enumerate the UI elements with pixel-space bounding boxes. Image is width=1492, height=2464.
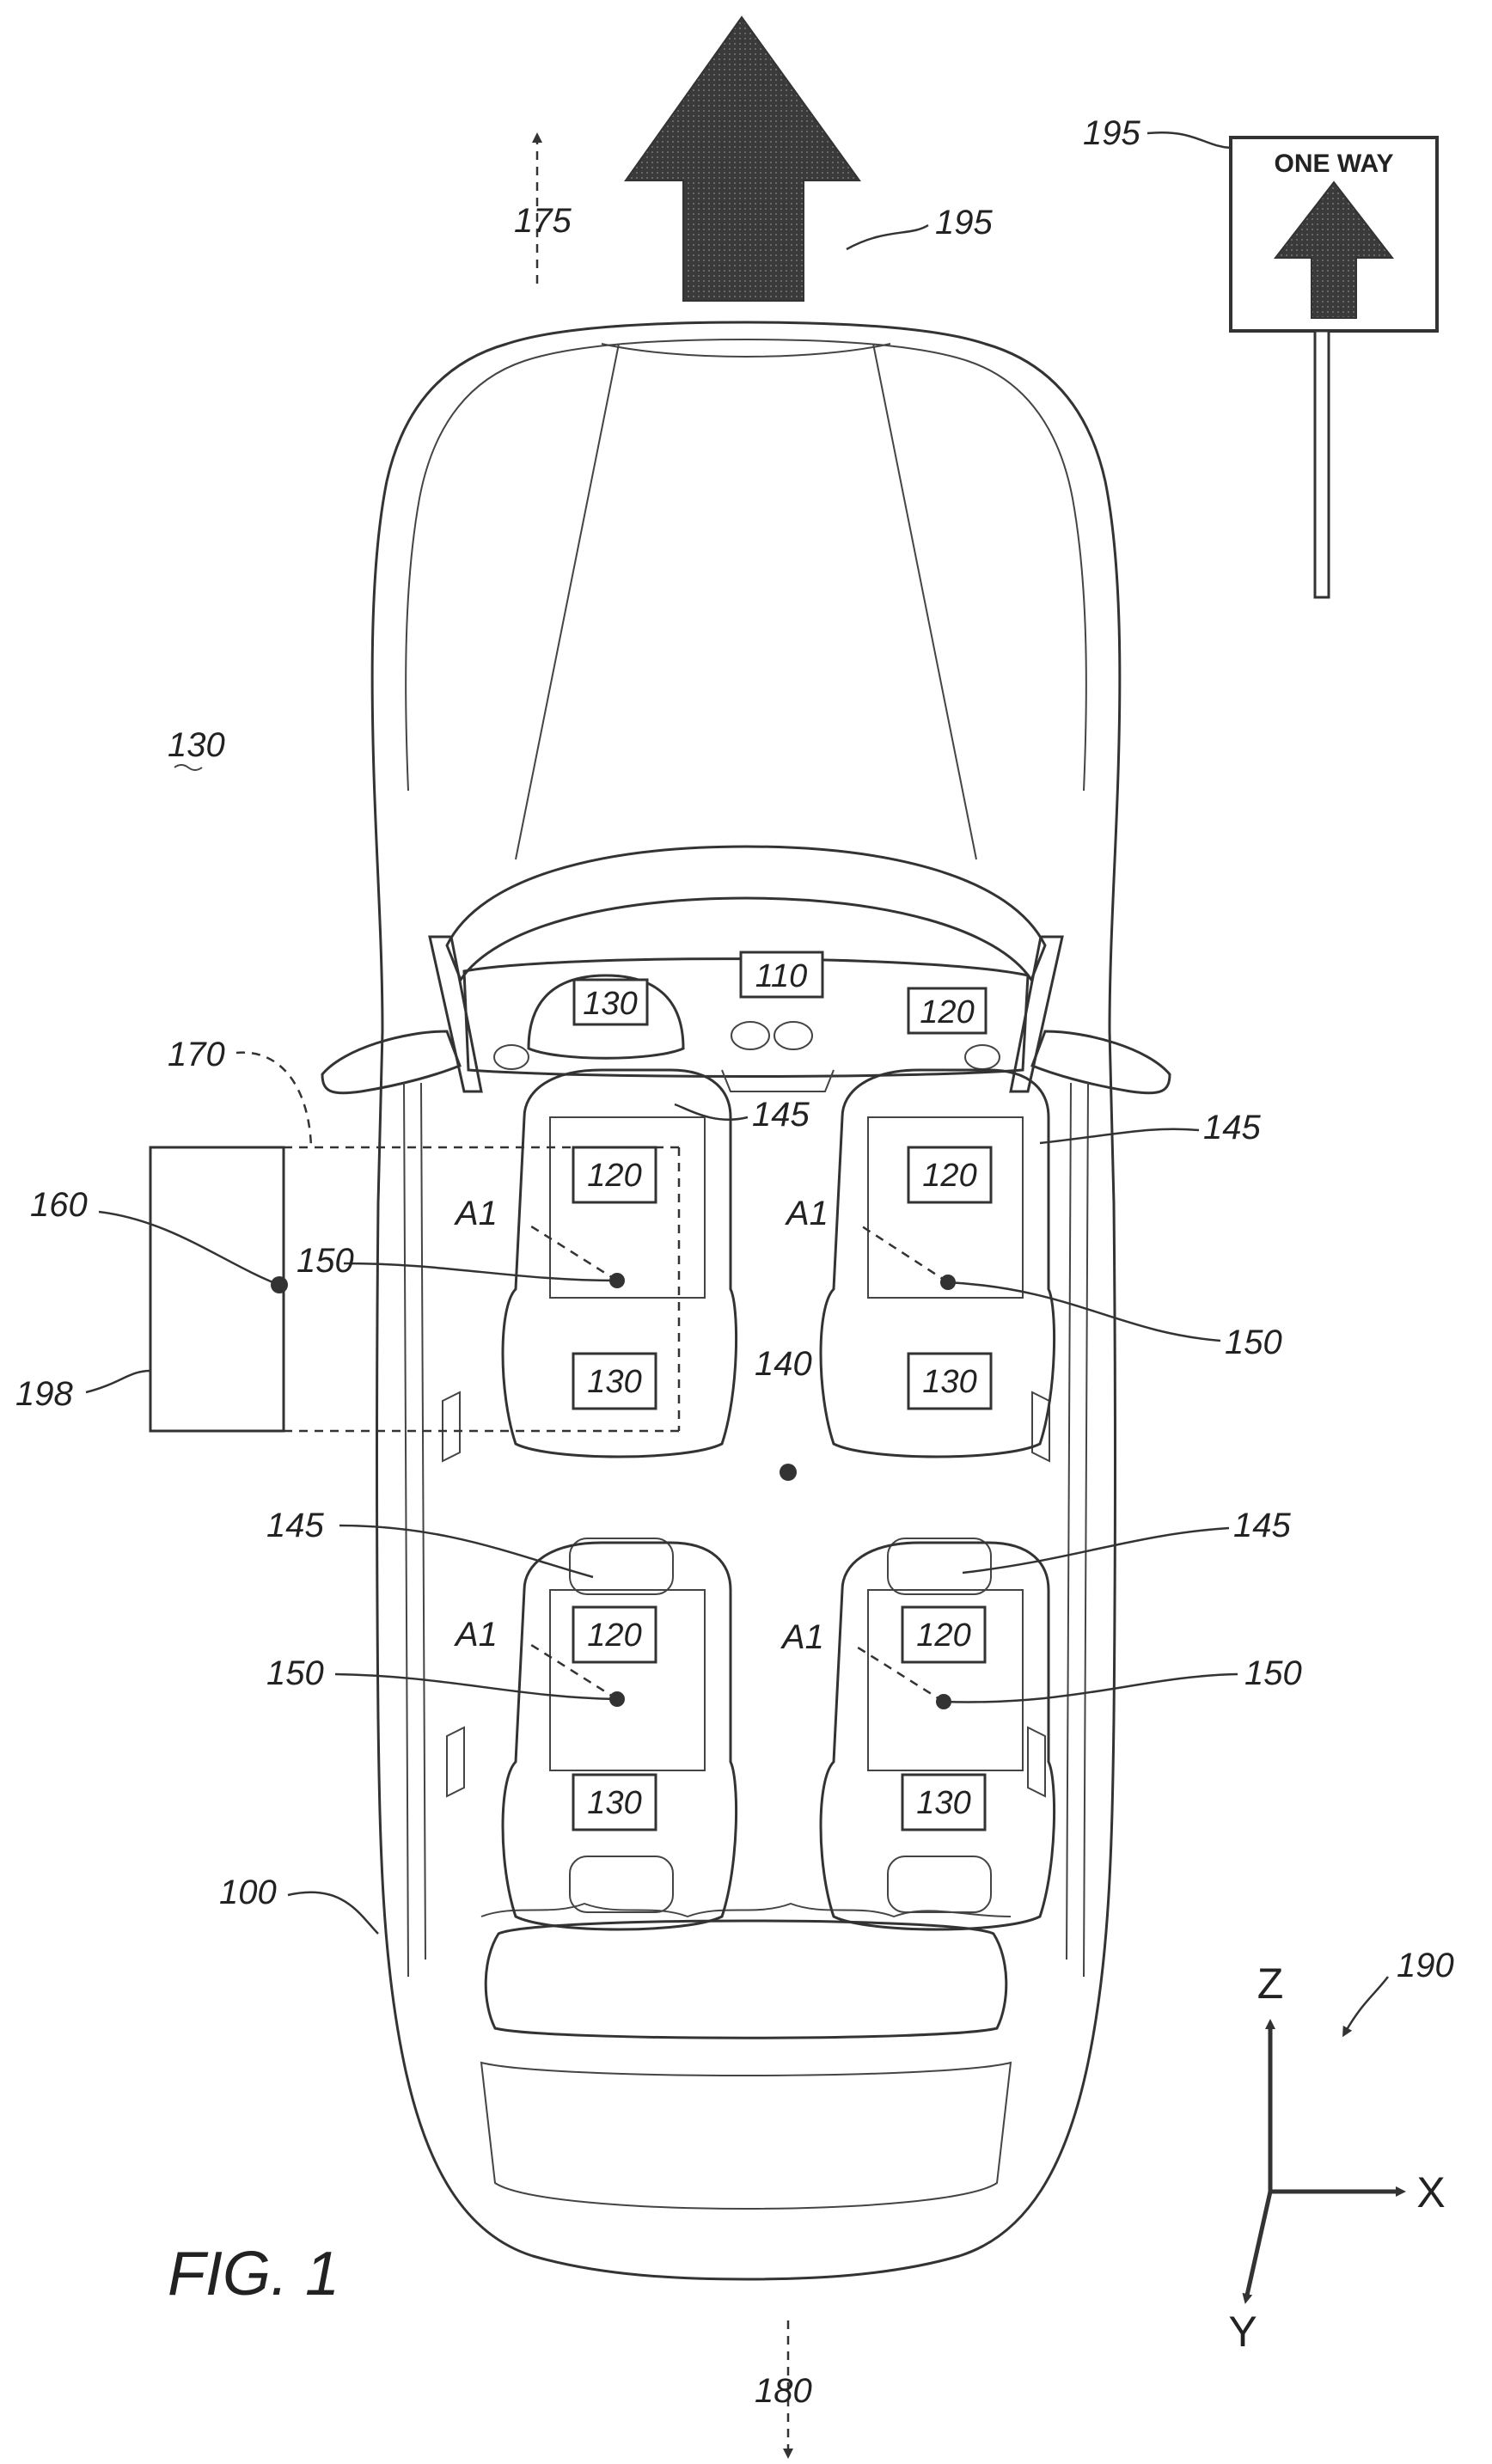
ref-140: 140: [755, 1345, 812, 1383]
ref-150-fl: 150: [297, 1242, 354, 1280]
a1-label-rr: A1: [780, 1618, 824, 1656]
seat-rl-sensor-120: 120: [573, 1607, 656, 1662]
seat-origin-rr: A1 150 145: [780, 1507, 1302, 1709]
label-seat-rr-120: 120: [916, 1617, 970, 1654]
axis-y-label: Y: [1228, 2308, 1257, 2356]
ref-170: 170: [168, 1036, 225, 1073]
label-seat-fr-130: 130: [922, 1364, 976, 1400]
label-seat-fl-120: 120: [587, 1158, 641, 1194]
seat-origin-fr: A1 150 145: [785, 1109, 1282, 1361]
seat-rear-right: [821, 1543, 1055, 1929]
seat-rr-sensor-120: 120: [902, 1607, 985, 1662]
label-seat-rr-130: 130: [916, 1785, 970, 1821]
seat-rr-component-130: 130: [902, 1775, 985, 1830]
a1-label-fr: A1: [785, 1195, 829, 1232]
axis-x-label: X: [1416, 2168, 1445, 2216]
sign-text: ONE WAY: [1275, 150, 1394, 178]
label-seat-fr-120: 120: [922, 1158, 976, 1194]
ref-145-rr: 145: [1233, 1507, 1291, 1544]
vehicle-label: 100: [219, 1874, 378, 1934]
ref-100: 100: [219, 1874, 277, 1911]
external-device-198: [150, 1147, 284, 1431]
dashboard-component-120: 120: [908, 988, 986, 1033]
ref-145-fr: 145: [1203, 1109, 1261, 1146]
vehicle-reference-point: 140: [755, 1345, 812, 1481]
travel-direction-arrow: 195: [626, 17, 993, 301]
seat-origin-fl: A1 150 145: [297, 1096, 810, 1288]
ref-190: 190: [1397, 1947, 1454, 1984]
forward-direction-arrow: 175: [514, 138, 572, 284]
ref-150-rl: 150: [266, 1654, 324, 1692]
seat-fr-component-130: 130: [908, 1354, 991, 1409]
ref-130-environment: 130: [168, 726, 225, 764]
a1-label-fl: A1: [454, 1195, 498, 1232]
ref-145-rl: 145: [266, 1507, 324, 1544]
seat-origin-rl: A1 150 145: [266, 1507, 625, 1707]
ref-150-rr: 150: [1244, 1654, 1302, 1692]
ref-160: 160: [30, 1186, 88, 1224]
label-dash-130: 130: [583, 986, 637, 1022]
ref-195-arrow: 195: [935, 204, 993, 242]
label-seat-rl-130: 130: [587, 1785, 641, 1821]
label-dash-120: 120: [920, 994, 974, 1030]
one-way-sign: 195 ONE WAY: [1083, 114, 1437, 597]
figure-title: FIG. 1: [168, 2240, 339, 2308]
label-seat-rl-120: 120: [587, 1617, 641, 1654]
ref-198: 198: [15, 1375, 73, 1413]
seat-fr-sensor-120: 120: [908, 1147, 991, 1202]
dashboard-component-130: 130: [574, 980, 647, 1024]
vehicle-outline: [322, 322, 1170, 2279]
ref-195-sign: 195: [1083, 114, 1140, 152]
axis-z-label: Z: [1257, 1960, 1284, 2008]
seat-fl-component-130: 130: [573, 1354, 656, 1409]
label-dash-110: 110: [755, 958, 808, 994]
ref-150-fr: 150: [1225, 1324, 1282, 1361]
label-seat-fl-130: 130: [587, 1364, 641, 1400]
rearward-direction-arrow: 180: [755, 2320, 812, 2454]
seat-rl-component-130: 130: [573, 1775, 656, 1830]
seat-rear-left: [503, 1543, 737, 1929]
controller-110: 110: [741, 952, 822, 997]
coordinate-system: Z X Y 190: [1228, 1947, 1453, 2356]
seat-fl-sensor-120: 120: [573, 1147, 656, 1202]
a1-label-rl: A1: [454, 1616, 498, 1654]
sign-post: [1315, 331, 1329, 597]
ref-180: 180: [755, 2372, 812, 2410]
ref-145-fl: 145: [752, 1096, 810, 1134]
ref-175: 175: [514, 202, 572, 240]
